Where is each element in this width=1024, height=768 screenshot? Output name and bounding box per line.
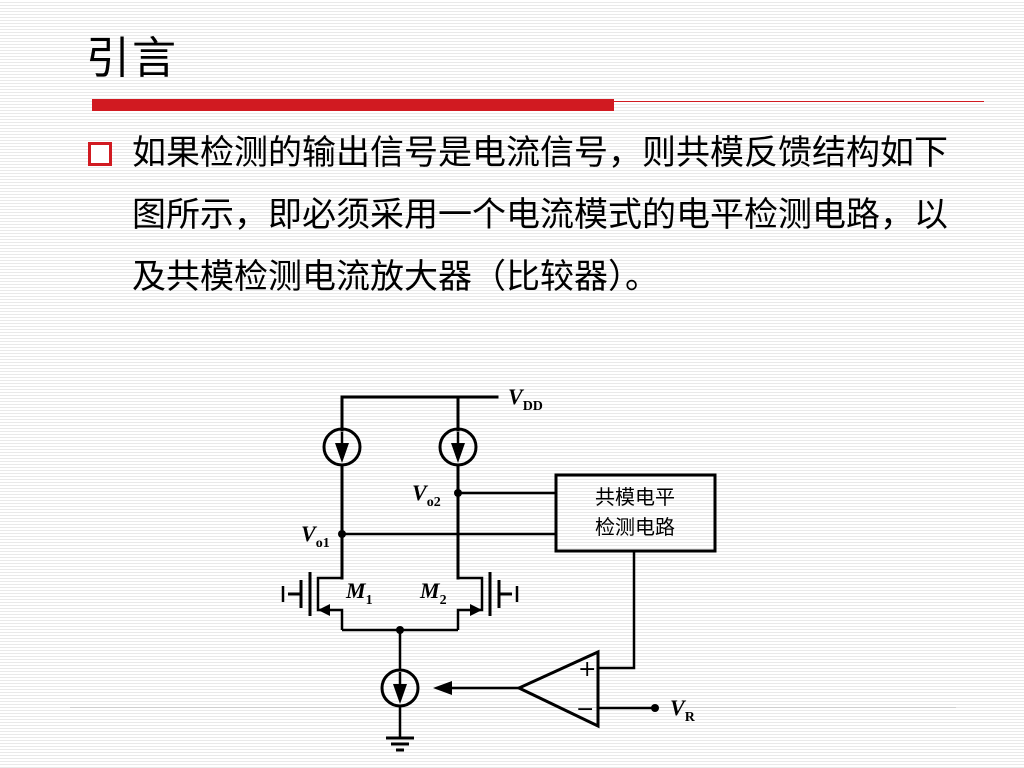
current-source-left-icon: [322, 427, 362, 467]
cm-detector-box: [554, 473, 717, 553]
title-underline-thin: [614, 101, 984, 102]
current-source-right-icon: [438, 427, 478, 467]
vo1-node-icon: [338, 530, 346, 538]
comparator-amplifier-icon: [515, 649, 600, 729]
tail-current-source-icon: [380, 668, 420, 708]
vo1-label: Vo1: [301, 521, 330, 551]
title-underline-thick: [92, 99, 614, 111]
detector-label-line2: 检测电路: [595, 515, 675, 539]
vdd-label: VDD: [508, 384, 543, 414]
detector-output-wire: [598, 551, 636, 670]
vo2-label: Vo2: [412, 480, 441, 510]
bullet-square-icon: [88, 142, 112, 166]
slide-title: 引言: [86, 33, 178, 84]
tail-node-icon: [396, 626, 404, 634]
m1-transistor-icon: [281, 572, 344, 630]
vo2-node-icon: [454, 489, 462, 497]
detector-label-line1: 共模电平: [595, 485, 675, 509]
m1-label: M1: [345, 578, 373, 608]
bullet-paragraph: 如果检测的输出信号是电流信号，则共模反馈结构如下图所示，即必须采用一个电流模式的…: [132, 133, 948, 297]
m2-label: M2: [419, 578, 447, 608]
ground-icon: [386, 736, 414, 752]
m2-transistor-icon: [456, 572, 519, 630]
amp-plus-label: +: [578, 657, 596, 682]
footer-divider: [70, 707, 956, 708]
vr-node-icon: [651, 704, 659, 712]
amp-minus-label: −: [576, 697, 594, 722]
vr-label: VR: [670, 695, 696, 725]
